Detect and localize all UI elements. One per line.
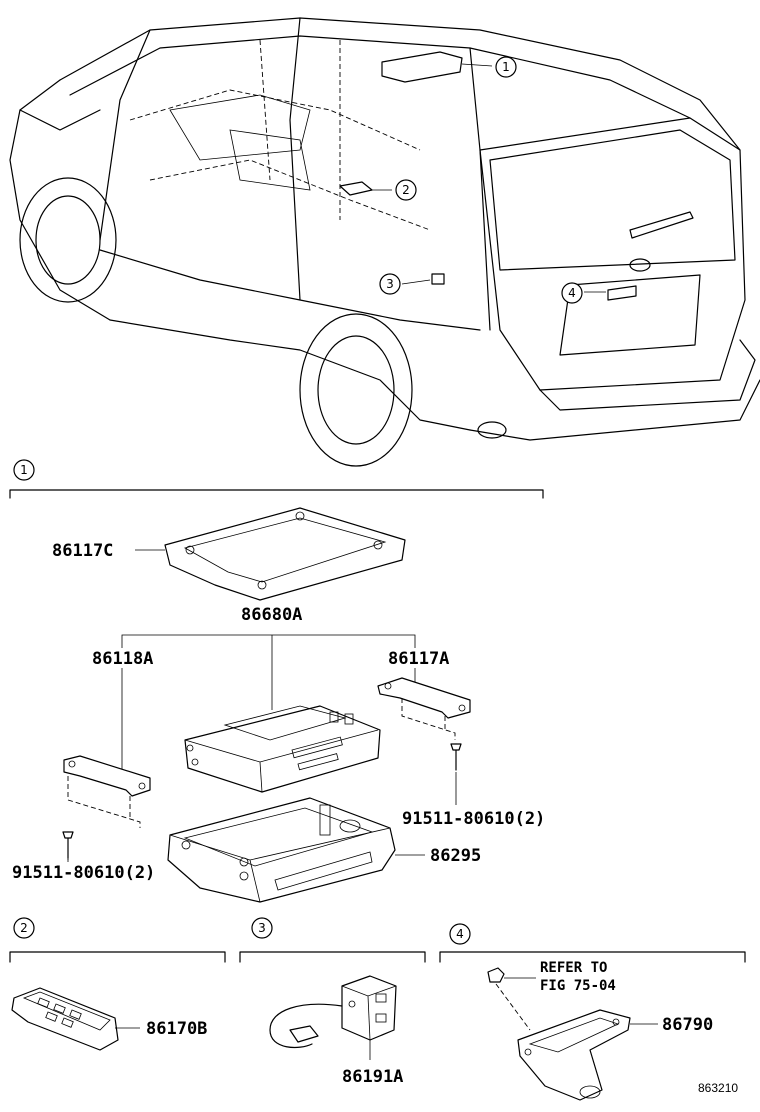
callout-1-vehicle: 1 bbox=[495, 56, 517, 78]
part-86680a-display-unit bbox=[184, 705, 381, 793]
svg-text:4: 4 bbox=[568, 286, 576, 300]
label-86117c: 86117C bbox=[52, 541, 113, 561]
part-86191a-jack: 86191A bbox=[269, 975, 403, 1087]
section-1-header: 1 bbox=[9, 459, 544, 499]
part-86118a-bracket: 91511-80610(2) bbox=[12, 755, 155, 883]
svg-text:1: 1 bbox=[20, 463, 28, 477]
refer-text-line1: REFER TO bbox=[540, 960, 607, 976]
svg-text:3: 3 bbox=[258, 921, 266, 935]
label-86680a: 86680A bbox=[241, 605, 302, 625]
label-86170b: 86170B bbox=[146, 1019, 207, 1039]
label-91511-right: 91511-80610(2) bbox=[402, 809, 545, 829]
svg-text:2: 2 bbox=[402, 183, 410, 197]
label-86118a: 86118A bbox=[92, 649, 153, 669]
callout-2-vehicle: 2 bbox=[395, 179, 417, 201]
part-86295-housing: 86295 bbox=[167, 797, 481, 903]
svg-text:2: 2 bbox=[20, 921, 28, 935]
label-86191a: 86191A bbox=[342, 1067, 403, 1087]
label-86790: 86790 bbox=[662, 1015, 713, 1035]
svg-text:1: 1 bbox=[502, 60, 510, 74]
part-86117a-bracket: 91511-80610(2) bbox=[377, 677, 545, 829]
refer-text-line2: FIG 75-04 bbox=[540, 978, 616, 994]
part-86170b-remote: 86170B bbox=[11, 987, 207, 1051]
svg-text:4: 4 bbox=[456, 927, 464, 941]
vehicle-illustration bbox=[9, 17, 760, 467]
section-2-header: 2 bbox=[9, 917, 226, 963]
label-91511-left: 91511-80610(2) bbox=[12, 863, 155, 883]
label-86295: 86295 bbox=[430, 846, 481, 866]
part-86117c-frame: 86117C bbox=[52, 507, 406, 601]
label-86117a: 86117A bbox=[388, 649, 449, 669]
part-86790-lamp: REFER TO FIG 75-04 86790 bbox=[487, 960, 713, 1101]
callout-4-vehicle: 4 bbox=[561, 282, 583, 304]
figure-code: 863210 bbox=[698, 1081, 738, 1095]
section-3-header: 3 bbox=[239, 917, 426, 963]
section-4-header: 4 bbox=[439, 923, 746, 963]
part-86680a-leaders: 86680A 86118A 86117A bbox=[92, 605, 449, 780]
svg-text:3: 3 bbox=[386, 277, 394, 291]
callout-3-vehicle: 3 bbox=[379, 273, 401, 295]
